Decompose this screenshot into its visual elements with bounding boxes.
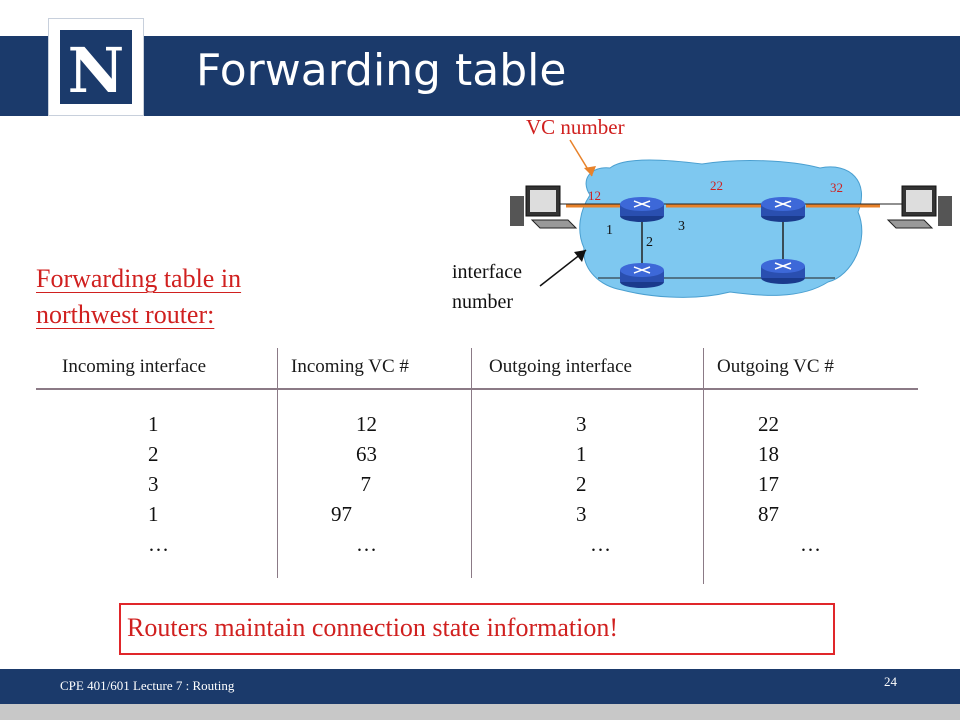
column-outgoing-vc: 22 18 17 87 … — [758, 409, 821, 559]
footer-bar — [0, 669, 960, 704]
table-cell: 3 — [148, 472, 159, 496]
column-separator — [277, 348, 278, 578]
table-caption-line2: northwest router: — [36, 300, 215, 329]
table-cell: … — [356, 532, 377, 556]
interface-value-1: 1 — [606, 223, 613, 238]
column-incoming-interface: 1 2 3 1 … — [148, 409, 169, 559]
table-cell: 1 — [148, 412, 159, 436]
column-outgoing-interface: 3 1 2 3 … — [576, 409, 611, 559]
footer-strip — [0, 704, 960, 720]
callout-box — [119, 603, 835, 655]
callout-text: Routers maintain connection state inform… — [127, 613, 618, 642]
network-diagram: VC number 12 22 32 1 2 3 interface numbe… — [452, 115, 952, 313]
header-incoming-interface: Incoming interface — [62, 356, 207, 377]
table-cell: 2 — [148, 442, 159, 466]
interface-number-label-1: interface — [452, 261, 522, 283]
column-incoming-vc: 12 63 7 97 … — [331, 409, 377, 559]
n-logo-icon: N — [60, 30, 132, 107]
table-cell: 7 — [360, 472, 372, 496]
router-northwest-icon — [620, 197, 664, 222]
university-logo: N — [48, 18, 144, 116]
logo-letter: N — [68, 34, 125, 107]
table-cell: 3 — [576, 412, 587, 436]
header-outgoing-vc: Outgoing VC # — [717, 356, 834, 377]
interface-number-label-2: number — [452, 291, 513, 313]
table-cell: … — [590, 532, 611, 556]
table-cell: 17 — [758, 472, 779, 496]
table-cell: 22 — [758, 412, 779, 436]
router-southeast-icon — [761, 259, 805, 284]
column-separator — [703, 348, 704, 584]
vc-value-22: 22 — [710, 178, 723, 193]
router-southwest-icon — [620, 263, 664, 288]
table-cell: … — [148, 532, 169, 556]
title-bar — [0, 36, 960, 116]
host-right-computer-icon — [886, 185, 952, 229]
header-divider — [36, 388, 918, 390]
page-number: 24 — [884, 674, 897, 689]
table-cell: 1 — [576, 442, 587, 466]
table-cell: 63 — [356, 442, 377, 466]
table-cell: 3 — [576, 502, 587, 526]
host-left-computer-icon — [510, 185, 578, 229]
table-cell: 12 — [356, 412, 377, 436]
vc-number-label: VC number — [526, 115, 625, 139]
header-incoming-vc: Incoming VC # — [291, 356, 409, 377]
table-cell: 18 — [758, 442, 779, 466]
table-cell: … — [800, 532, 821, 556]
vc-value-32: 32 — [830, 180, 843, 195]
interface-value-2: 2 — [646, 235, 653, 250]
table-cell: 87 — [758, 502, 779, 526]
table-cell: 2 — [576, 472, 587, 496]
column-separator — [471, 348, 472, 578]
table-cell: 1 — [148, 502, 159, 526]
table-caption-line1: Forwarding table in — [36, 264, 242, 293]
footer-course: CPE 401/601 Lecture 7 : Routing — [60, 678, 235, 693]
slide-title: Forwarding table — [196, 45, 567, 96]
interface-value-3: 3 — [678, 219, 685, 234]
header-outgoing-interface: Outgoing interface — [489, 356, 632, 377]
router-northeast-icon — [761, 197, 805, 222]
vc-value-12: 12 — [588, 188, 601, 203]
table-cell: 97 — [331, 502, 352, 526]
